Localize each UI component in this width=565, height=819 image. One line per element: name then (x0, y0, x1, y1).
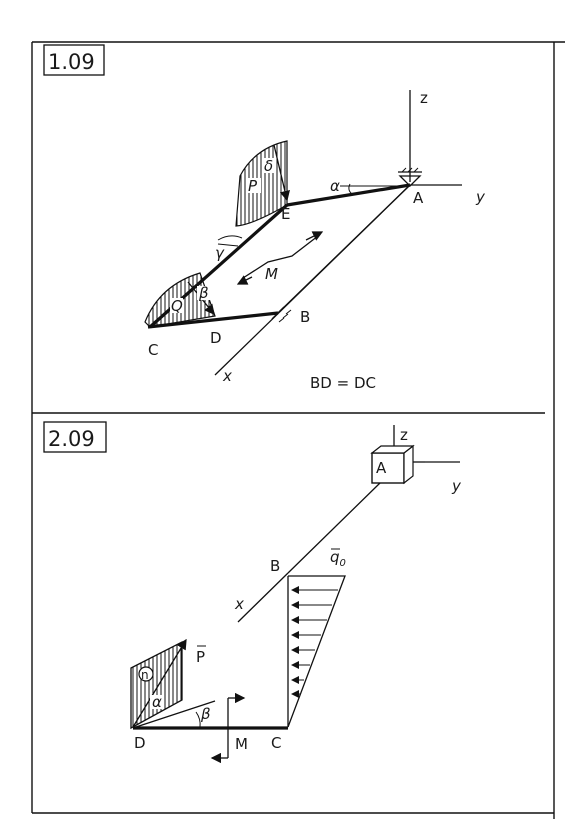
bar-ab (287, 482, 381, 574)
point-label-d: D (210, 329, 222, 347)
moment-label-m: M (265, 265, 278, 283)
point-label-c: C (148, 341, 158, 359)
couple-m-icon (210, 692, 246, 764)
force-p-arrow (132, 638, 187, 728)
edge-cb (147, 311, 279, 329)
load-arrows (291, 586, 338, 698)
force-p-plane: P δ (235, 140, 290, 227)
problem-number: 1.09 (48, 50, 95, 74)
edge-ea (286, 183, 411, 207)
point-label-e: E (281, 205, 290, 223)
point-label-b: B (300, 308, 310, 326)
support-a-icon (398, 167, 422, 187)
force-p-arrow (273, 144, 290, 202)
point-label-a: A (413, 189, 424, 207)
point-label-a: A (376, 459, 387, 477)
axis-label-z: z (400, 426, 408, 444)
force-q-plane: Q β (144, 272, 216, 328)
hinge-b-icon (271, 306, 292, 323)
angle-label-gamma: γ (215, 244, 225, 262)
angle-label-beta: β (198, 284, 209, 302)
axis-label-y: y (475, 188, 486, 206)
axis-label-x: x (222, 367, 232, 385)
force-label-p: P (248, 177, 258, 195)
moment-label-m: M (235, 735, 248, 753)
point-label-d: D (134, 734, 146, 752)
angle-label-alpha: α (330, 177, 340, 195)
problem-number-box (43, 421, 107, 453)
axis-label-x: x (234, 595, 244, 613)
x-axis (237, 572, 289, 623)
problem-2-09: 2.09 z y A x B (43, 421, 462, 764)
normal-label-n: n (141, 668, 149, 682)
support-a-block (370, 444, 425, 485)
angle-label-beta: β (200, 705, 211, 723)
condition-text: BD = DC (310, 374, 376, 392)
axis-label-z: z (420, 89, 428, 107)
edge-ab (277, 184, 411, 314)
force-p-plane: n α β (130, 638, 216, 730)
point-label-c: C (271, 734, 281, 752)
problem-number-box (43, 44, 105, 76)
problem-1-09: 1.09 z y x α (43, 44, 486, 392)
normal-n-marker (138, 666, 154, 682)
angle-label-delta: δ (264, 157, 273, 175)
force-label-p: P (196, 648, 205, 666)
distributed-load (287, 575, 346, 728)
load-label-q0: q0 (330, 548, 346, 569)
couple-m-icon (236, 231, 324, 285)
problem-number: 2.09 (48, 427, 95, 451)
page-frame (31, 41, 565, 819)
axis-label-y: y (451, 477, 462, 495)
point-label-b: B (270, 557, 280, 575)
angle-label-alpha: α (152, 693, 162, 711)
force-label-q: Q (171, 297, 183, 315)
